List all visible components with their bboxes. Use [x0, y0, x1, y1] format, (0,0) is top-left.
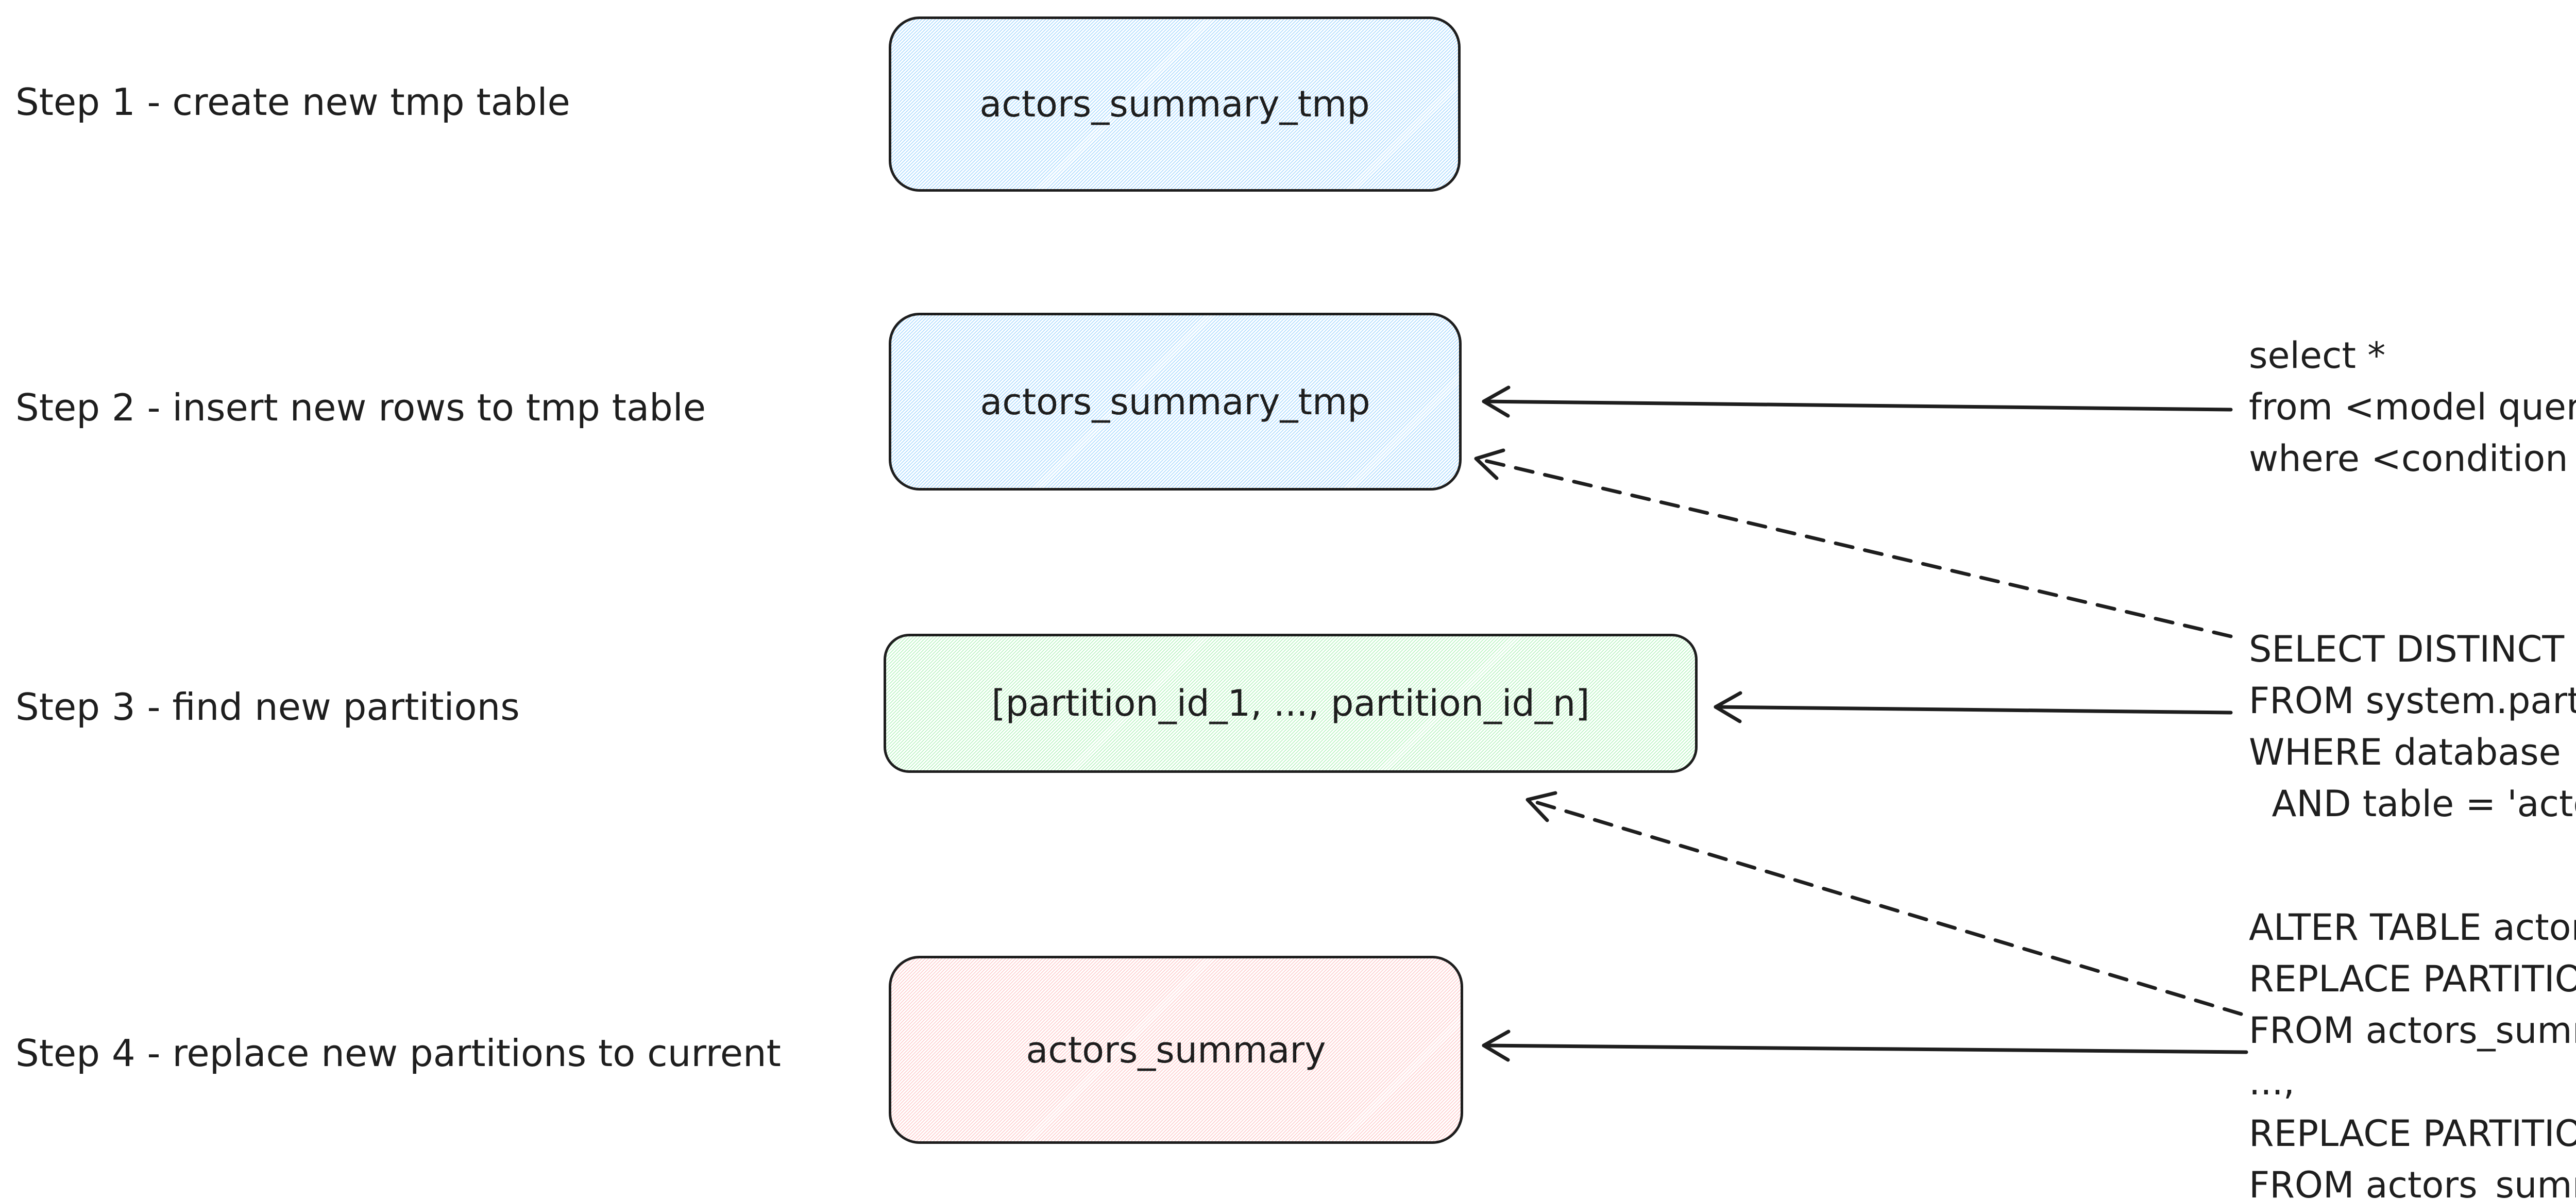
- step4-label: Step 4 - replace new partitions to curre…: [15, 1032, 781, 1075]
- arrow-step4-sql-to-step4-node: [1482, 1029, 2248, 1062]
- sql-line: WHERE database = <database>: [2249, 731, 2576, 773]
- dashed-arrow-step3-sql-to-step2-node: [1474, 448, 2233, 638]
- step3-node-text: [partition_id_1, ..., partition_id_n]: [991, 682, 1590, 724]
- sql-line: ...,: [2249, 1061, 2295, 1103]
- sql-line: FROM actors_summary_tmp,: [2249, 1164, 2576, 1199]
- sql-line: REPLACE PARTITION partition_id_n: [2249, 1112, 2576, 1155]
- step2-node: actors_summary_tmp: [889, 313, 1462, 491]
- sql-line: AND table = 'actors_summary_tmp': [2272, 783, 2576, 825]
- sql-line: where <condition to identify new>: [2249, 437, 2568, 480]
- step4-sql: ALTER TABLE actors_summary REPLACE PARTI…: [2249, 902, 2576, 1199]
- arrow-step3-sql-to-step3-node: [1714, 691, 2233, 723]
- step4-node: actors_summary: [889, 956, 1463, 1144]
- sql-line: FROM system.parts: [2249, 680, 2576, 722]
- sql-line: select *: [2249, 334, 2386, 377]
- sql-line: SELECT DISTINCT partition_id: [2249, 628, 2576, 670]
- step3-label: Step 3 - find new partitions: [15, 685, 520, 729]
- step2-node-text: actors_summary_tmp: [980, 380, 1370, 423]
- step3-sql: SELECT DISTINCT partition_id FROM system…: [2249, 623, 2576, 830]
- step1-label: Step 1 - create new tmp table: [15, 80, 570, 124]
- step4-node-text: actors_summary: [1026, 1028, 1326, 1071]
- step2-sql: select * from <model query> where <condi…: [2249, 330, 2576, 484]
- step3-node: [partition_id_1, ..., partition_id_n]: [884, 634, 1698, 773]
- sql-line: from <model query>: [2249, 386, 2576, 428]
- dashed-arrow-step4-sql-to-step3-node: [1526, 791, 2243, 1016]
- step1-node: actors_summary_tmp: [889, 16, 1461, 192]
- arrow-step2-sql-to-step2-node: [1482, 385, 2233, 418]
- step1-node-text: actors_summary_tmp: [979, 83, 1370, 125]
- sql-line: ALTER TABLE actors_summary: [2249, 906, 2576, 949]
- sql-line: FROM actors_summary_tmp,: [2249, 1009, 2576, 1052]
- sql-line: REPLACE PARTITION partition_id_1: [2249, 958, 2576, 1000]
- step2-label: Step 2 - insert new rows to tmp table: [15, 386, 706, 429]
